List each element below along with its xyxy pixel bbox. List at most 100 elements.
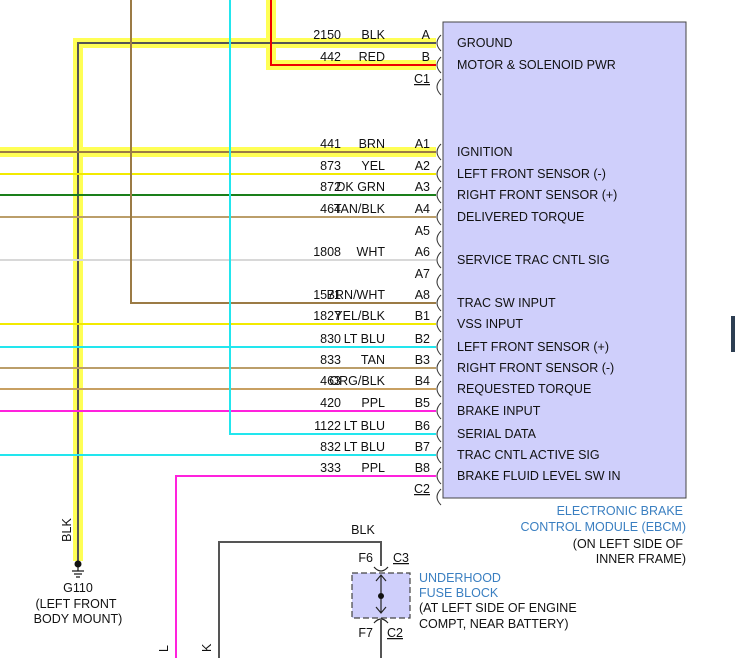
pin-function-label: TRAC SW INPUT [457,296,556,310]
circuit-number: 463 [320,374,341,388]
circuit-number: 1571 [313,288,341,302]
pin-number: B [422,50,430,64]
wire-1122-lt-blu [229,0,436,435]
pin-function-label: LEFT FRONT SENSOR (+) [457,340,609,354]
circuit-number: 442 [320,50,341,64]
wire-color-label: PPL [361,396,385,410]
fuse-wire-label: BLK [351,523,375,537]
pin-number: B1 [415,309,430,323]
wire-color-label: BLK [361,28,385,42]
circuit-number: 832 [320,440,341,454]
ebcm-module-box [442,21,687,499]
pin-connector-arc [436,359,442,377]
pin-connector-arc [436,402,442,420]
pin-function-label: SERIAL DATA [457,427,537,441]
circuit-number: 333 [320,461,341,475]
circuit-number: 873 [320,159,341,173]
ground-symbol-icon [72,564,84,578]
pin-number: B2 [415,332,430,346]
fuse-pin-top: F6 [358,551,373,565]
pin-connector-arc [436,230,442,248]
pin-connector-arc [436,338,442,356]
pin-number: C2 [414,482,430,496]
edge-label-right: K [200,643,214,652]
wire-color-label: RED [359,50,385,64]
pin-connector-arc [436,315,442,333]
pin-number: B6 [415,419,430,433]
pin-function-label: MOTOR & SOLENOID PWR [457,58,616,72]
pin-number: B7 [415,440,430,454]
circuit-number: 1122 [314,419,341,433]
pin-connector-arc [436,186,442,204]
pin-number: C1 [414,72,430,86]
fuse-block-location-line1: (AT LEFT SIDE OF ENGINE [419,601,577,615]
wires [0,0,436,658]
pin-number: A8 [415,288,430,302]
pin-number: A4 [415,202,430,216]
wire-color-label: YEL [361,159,385,173]
wire-color-label: LT BLU [344,332,385,346]
connector-pin-arcs [436,34,442,506]
pin-connector-arc [436,34,442,52]
pin-connector-arc [436,425,442,443]
fuse-block-name-line1: UNDERHOOD [419,571,501,585]
pin-connector-arc [436,446,442,464]
fuse-block-splice-dot [378,593,384,599]
circuit-number: 830 [320,332,341,346]
wire-1571-brn-wht [130,0,436,304]
wire-color-label: ORG/BLK [329,374,385,388]
circuit-number: 441 [320,137,341,151]
pin-function-label: BRAKE FLUID LEVEL SW IN [457,469,620,483]
wire-color-label: LT BLU [344,440,385,454]
pin-function-label: REQUESTED TORQUE [457,382,591,396]
ground-location-line1: (LEFT FRONT [35,597,116,611]
wire-color-label: DK GRN [336,180,385,194]
module-name-line1: ELECTRONIC BRAKE [557,504,683,518]
circuit-number: 2150 [313,28,341,42]
wire-color-label: PPL [361,461,385,475]
pin-function-label: SERVICE TRAC CNTL SIG [457,253,610,267]
pin-function-label: RIGHT FRONT SENSOR (-) [457,361,614,375]
wire-color-label: BRN [359,137,385,151]
module-name-line2: CONTROL MODULE (EBCM) [520,520,686,534]
wire-442-red [270,0,436,66]
pin-connector-arc [436,251,442,269]
pin-function-label: IGNITION [457,145,513,159]
pin-connector-arc [436,208,442,226]
circuit-number: 872 [320,180,341,194]
pin-connector-arc [436,380,442,398]
pin-function-label: DELIVERED TORQUE [457,210,584,224]
module-location-line2: INNER FRAME) [596,552,686,566]
circuit-number: 420 [320,396,341,410]
circuit-number: 1827 [313,309,341,323]
pin-number: B4 [415,374,430,388]
pin-number: A3 [415,180,430,194]
pin-connector-arc [436,294,442,312]
wire-color-label: TAN [361,353,385,367]
wire-color-label: WHT [357,245,386,259]
wire-color-label: YEL/BLK [334,309,385,323]
fuse-connector-top: C3 [393,551,409,565]
pin-number: A6 [415,245,430,259]
module-location-line1: (ON LEFT SIDE OF [573,537,684,551]
wire-color-label: TAN/BLK [334,202,386,216]
pin-connector-arc [436,273,442,291]
pin-number: B8 [415,461,430,475]
fuse-block-location-line2: COMPT, NEAR BATTERY) [419,617,569,631]
fuse-connector-bottom: C2 [387,626,403,640]
circuit-number: 464 [320,202,341,216]
pin-function-label: BRAKE INPUT [457,404,541,418]
wire-color-label: BRN/WHT [327,288,386,302]
pin-number: B3 [415,353,430,367]
ground-name: G110 [63,581,93,595]
circuit-number: 833 [320,353,341,367]
fuse-block-name-line2: FUSE BLOCK [419,586,499,600]
fuse-pin-bottom: F7 [358,626,373,640]
pin-number: A7 [415,267,430,281]
pin-connector-arc [436,78,442,96]
pin-number: A [422,28,431,42]
pin-function-label: RIGHT FRONT SENSOR (+) [457,188,617,202]
edge-label-left: L [157,645,171,652]
